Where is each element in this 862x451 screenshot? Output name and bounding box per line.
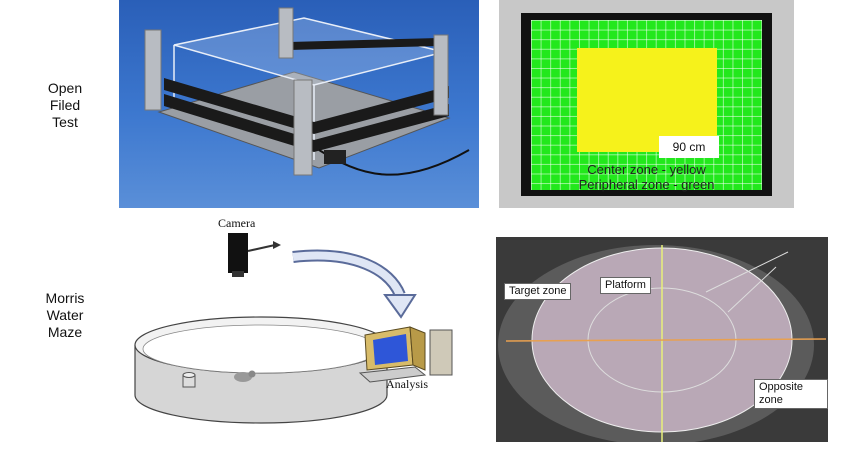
center-zone-caption: Center zone - yellow [587,162,706,177]
computer-icon [358,326,453,383]
open-field-label: Open Filed Test [30,80,100,131]
water-maze-label: Morris Water Maze [30,290,100,341]
analysis-label: Analysis [386,377,428,391]
water-maze-label-line: Morris [45,290,85,306]
open-field-apparatus-drawing [144,7,470,176]
open-field-label-line: Test [52,114,78,130]
peripheral-zone-caption: Peripheral zone - green [578,177,715,192]
open-field-zone-map: 90 cm Center zone - yellow Peripheral zo… [499,0,794,208]
platform-callout: Platform [600,277,651,294]
open-field-label-line: Open [47,80,83,96]
camera-icon [228,233,281,277]
opposite-zone-callout: Opposite zone [754,379,828,409]
pool-icon [134,316,388,424]
water-maze-tracking-image: Target zone Platform Opposite zone [496,237,828,442]
maze-tracking-drawing [498,245,827,442]
target-zone-callout: Target zone [504,283,572,300]
water-maze-label-line: Maze [47,324,83,340]
open-field-label-line: Filed [49,97,81,113]
distance-label: 90 cm [659,136,719,158]
water-maze-label-line: Water [46,307,84,323]
open-field-apparatus-photo [119,0,479,208]
flow-arrow-icon [292,249,417,319]
camera-label: Camera [218,216,256,230]
water-maze-schematic [134,233,453,424]
center-zone [577,48,717,152]
